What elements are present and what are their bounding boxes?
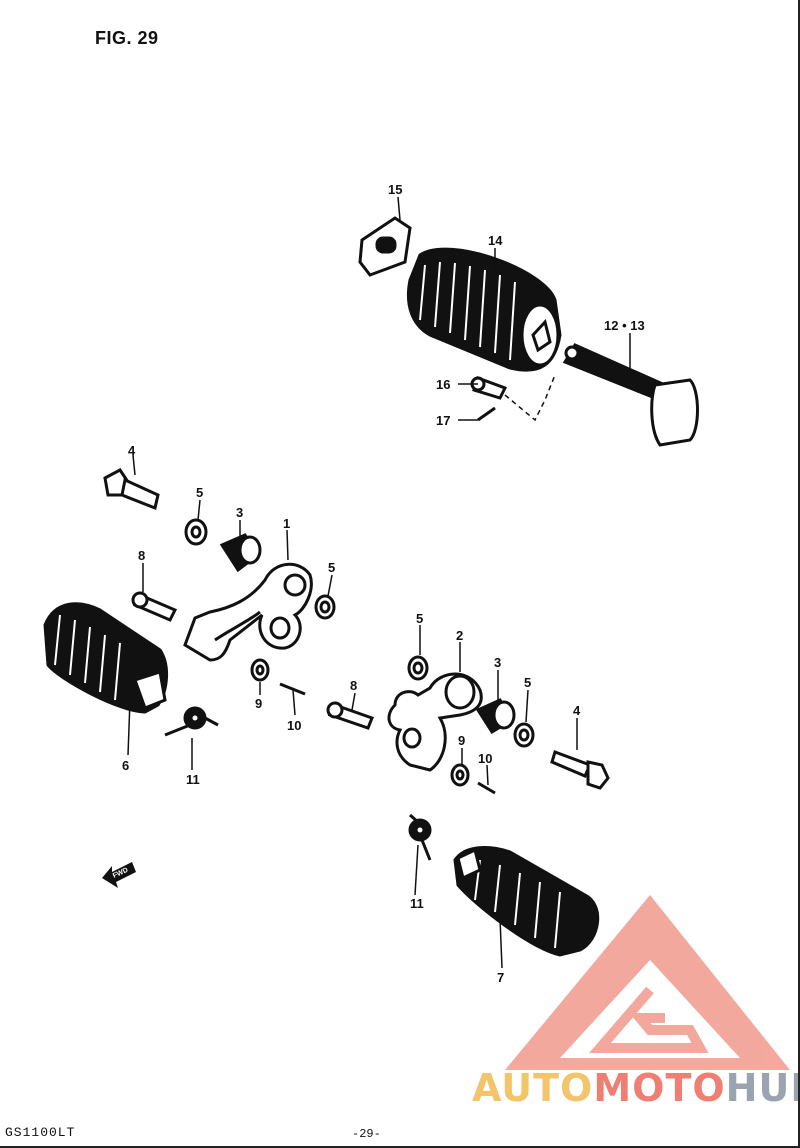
part-5-washer-d (513, 722, 535, 748)
part-10-cotter-left (279, 682, 306, 696)
part-11-spring-left (164, 706, 219, 737)
leader-lines (127, 196, 631, 969)
callout-5-b: 5 (328, 560, 335, 575)
part-3-bushing-a (219, 533, 262, 573)
callout-9-left: 9 (255, 696, 262, 711)
part-15-plate (358, 216, 412, 277)
part-8-pin-right (326, 701, 374, 730)
callout-9-right: 9 (458, 733, 465, 748)
callout-5-c: 5 (416, 611, 423, 626)
callout-1: 1 (283, 516, 290, 531)
page-border-right (798, 0, 800, 1148)
callout-10-right: 10 (478, 751, 492, 766)
callout-5-a: 5 (196, 485, 203, 500)
callout-3-b: 3 (494, 655, 501, 670)
part-4-bolt-right (550, 750, 610, 790)
callout-4-left: 4 (128, 443, 136, 458)
page-number: -29- (352, 1127, 381, 1141)
part-3-bushing-b (475, 698, 516, 735)
callout-3-a: 3 (236, 505, 243, 520)
part-5-washer-c (407, 655, 429, 681)
part-14-footrest-rubber (406, 247, 562, 372)
watermark-part-auto: AUTO (472, 1066, 594, 1110)
callout-17: 17 (436, 413, 450, 428)
part-8-pin-left (131, 591, 178, 622)
watermark-brand: AUTOMOTOHUB (472, 1066, 800, 1110)
callout-4-right: 4 (573, 703, 581, 718)
callout-5-d: 5 (524, 675, 531, 690)
assembly-line-upper (504, 374, 556, 422)
part-7-footrest-right (453, 846, 600, 957)
callout-10-left: 10 (287, 718, 301, 733)
part-2-bracket (387, 672, 483, 772)
part-4-bolt-left (103, 468, 160, 511)
callout-11-right: 11 (410, 896, 424, 911)
watermark-part-hub: HUB (725, 1066, 800, 1110)
part-5-washer-b (314, 594, 336, 620)
callout-8-left: 8 (138, 548, 145, 563)
callout-8-right: 8 (350, 678, 357, 693)
callout-12-13: 12 • 13 (604, 318, 645, 333)
part-9-washer-left (250, 658, 270, 682)
part-11-spring-right (408, 813, 432, 861)
model-label: GS1100LT (5, 1125, 76, 1140)
watermark-logo (505, 895, 790, 1070)
figure-title: FIG. 29 (95, 28, 159, 48)
part-10-cotter-right (477, 781, 496, 795)
fwd-arrow-icon: FWD (102, 862, 136, 888)
part-16-pin (470, 376, 508, 400)
part-1-bracket (183, 562, 313, 662)
part-9-washer-right (450, 763, 470, 787)
part-17-clip (477, 406, 496, 422)
callout-15: 15 (388, 182, 402, 197)
callout-14: 14 (488, 233, 503, 248)
callout-6: 6 (122, 758, 129, 773)
callout-7: 7 (497, 970, 504, 985)
callout-2: 2 (456, 628, 463, 643)
part-5-washer-a (184, 518, 208, 546)
callout-11-left: 11 (186, 772, 200, 787)
part-6-footrest-left (43, 602, 168, 714)
part-12-13-bar (562, 343, 699, 447)
callout-labels: 15 14 12 • 13 16 17 4 5 3 1 8 5 6 9 10 1… (122, 182, 645, 985)
callout-16: 16 (436, 377, 450, 392)
watermark-part-moto: MOTO (593, 1066, 726, 1110)
page-border-bottom (0, 1146, 800, 1148)
